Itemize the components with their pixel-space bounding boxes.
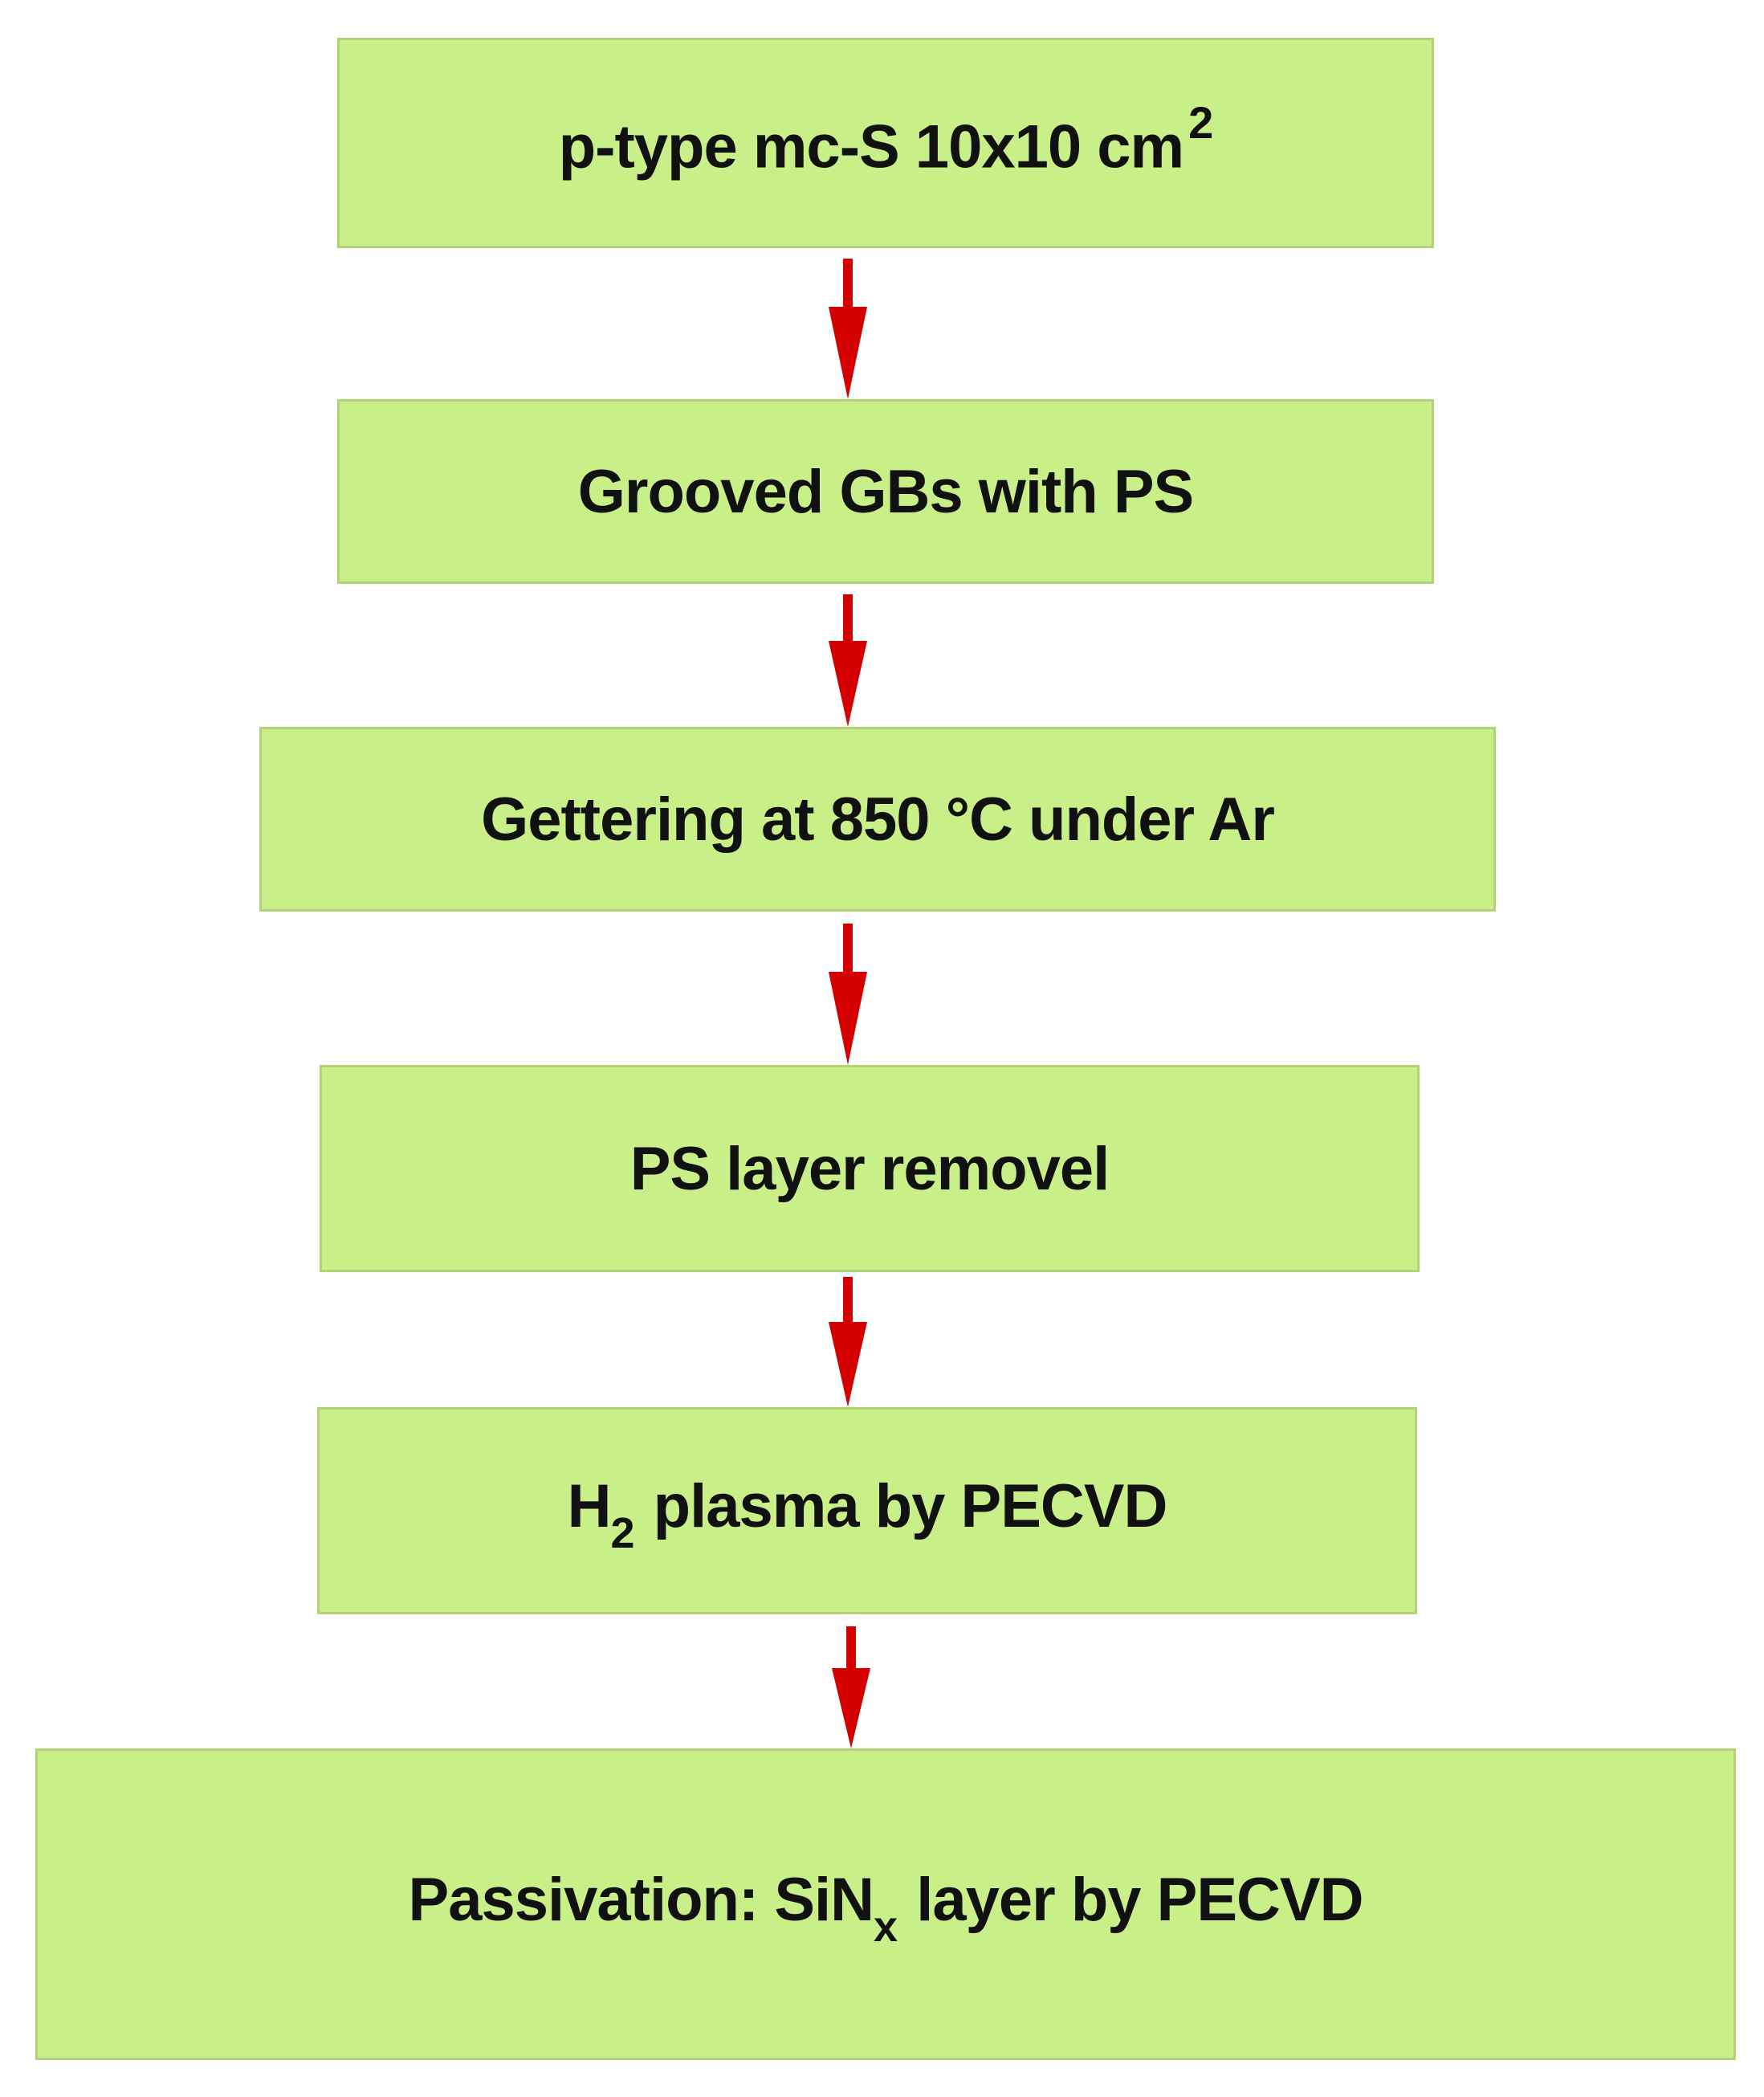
step-text: H	[567, 1471, 612, 1540]
step-subscript: 2	[610, 1509, 635, 1558]
step-box-h2-plasma: H2 plasma by PECVD	[317, 1407, 1417, 1614]
step-box-gettering: Gettering at 850 °C under Ar	[259, 727, 1496, 912]
step-box-passivation: Passivation: SiNx layer by PECVD	[35, 1748, 1736, 2060]
step-text: Passivation: SiN	[408, 1865, 875, 1934]
step-label: H2 plasma by PECVD	[567, 1471, 1168, 1557]
step-label: Gettering at 850 °C under Ar	[481, 785, 1275, 854]
down-arrow-icon	[829, 259, 867, 399]
step-text: p-type mc-S 10x10 cm	[558, 112, 1184, 182]
down-arrow-icon	[829, 594, 867, 727]
step-superscript: 2	[1188, 96, 1213, 148]
step-box-ps-removal: PS layer removel	[320, 1065, 1420, 1272]
down-arrow-icon	[829, 1277, 867, 1407]
step-label: Passivation: SiNx layer by PECVD	[408, 1865, 1364, 1951]
step-text: layer by PECVD	[900, 1865, 1363, 1934]
down-arrow-icon	[832, 1626, 870, 1748]
step-label: PS layer removel	[629, 1134, 1110, 1203]
step-text: plasma by PECVD	[637, 1471, 1168, 1540]
down-arrow-icon	[829, 924, 867, 1065]
step-label: Grooved GBs with PS	[577, 457, 1194, 526]
step-box-grooved-gbs: Grooved GBs with PS	[337, 399, 1434, 584]
step-subscript: x	[874, 1903, 898, 1952]
